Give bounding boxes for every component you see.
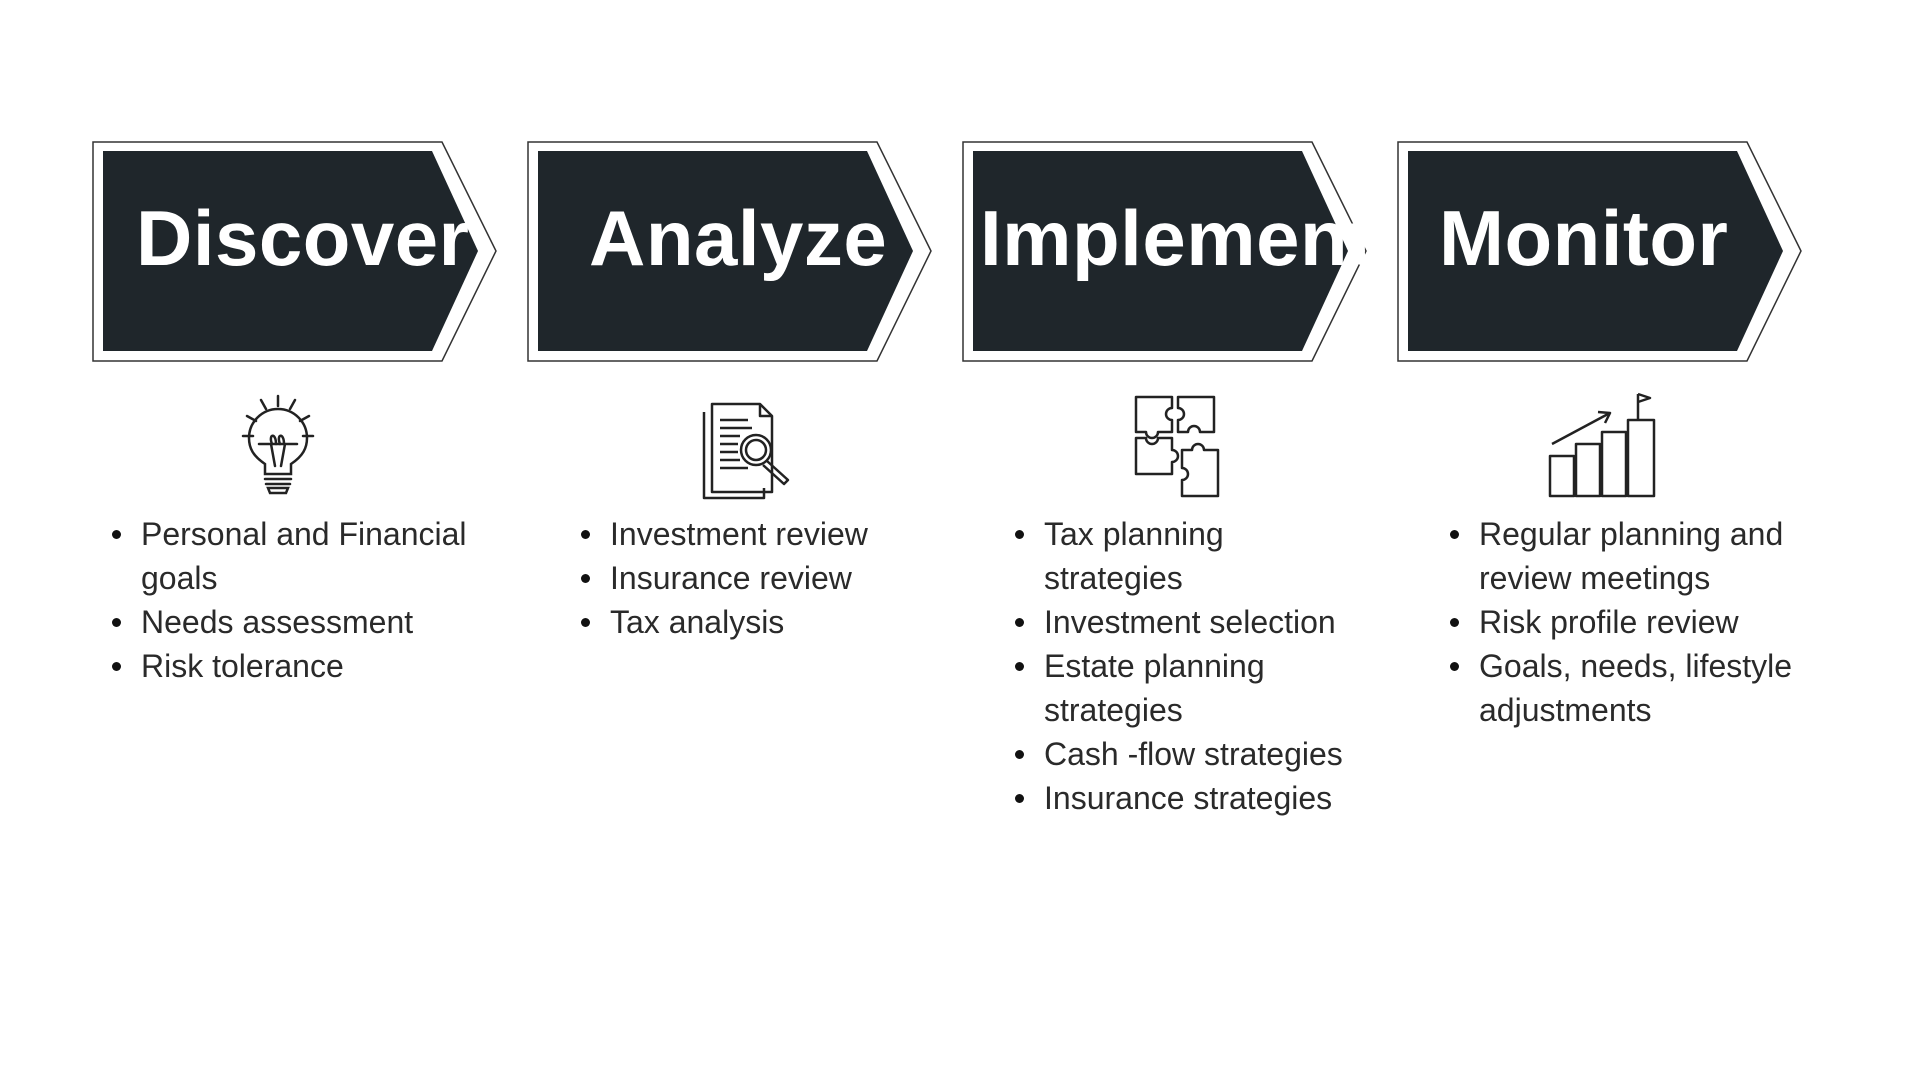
arrow-fill [1408,151,1783,351]
discover-list: Personal and Financial goals Needs asses… [112,512,501,688]
list-item: Regular planning and review meetings [1450,512,1809,600]
list-item: Risk profile review [1450,600,1809,644]
implement-list: Tax planning strategies Investment selec… [1015,512,1364,820]
monitor-list: Regular planning and review meetings Ris… [1450,512,1809,732]
list-item: Insurance review [581,556,990,600]
list-item: Estate planning strategies [1015,644,1284,732]
step-title: Implement [980,194,1375,282]
arrow-shape [962,141,1367,362]
list-item: Personal and Financial goals [112,512,501,600]
list-item: Insurance strategies [1015,776,1364,820]
list-item: Risk tolerance [112,644,501,688]
step-arrow-monitor: Monitor [1397,141,1811,362]
step-arrow-discover: Discover [92,141,506,362]
list-item: Needs assessment [112,600,501,644]
arrow-shape [92,141,497,362]
list-item: Investment selection [1015,600,1364,644]
list-item: Goals, needs, lifestyle adjustments [1450,644,1809,732]
document-search-icon [688,392,798,502]
arrow-shape [1397,141,1802,362]
analyze-list: Investment review Insurance review Tax a… [581,512,990,644]
list-item: Cash -flow strategies [1015,732,1364,776]
step-title: Monitor [1439,194,1729,282]
step-title: Discover [136,194,470,282]
list-item: Tax planning strategies [1015,512,1244,600]
puzzle-icon [1124,392,1234,502]
arrow-fill [103,151,478,351]
list-item: Investment review [581,512,990,556]
lightbulb-icon [223,392,333,502]
arrow-shape [527,141,932,362]
list-item: Tax analysis [581,600,990,644]
step-title: Analyze [589,194,888,282]
arrow-fill [538,151,913,351]
step-arrow-analyze: Analyze [527,141,941,362]
arrow-fill [973,151,1348,351]
step-arrow-implement: Implement [962,141,1376,362]
growth-chart-flag-icon [1548,392,1658,502]
